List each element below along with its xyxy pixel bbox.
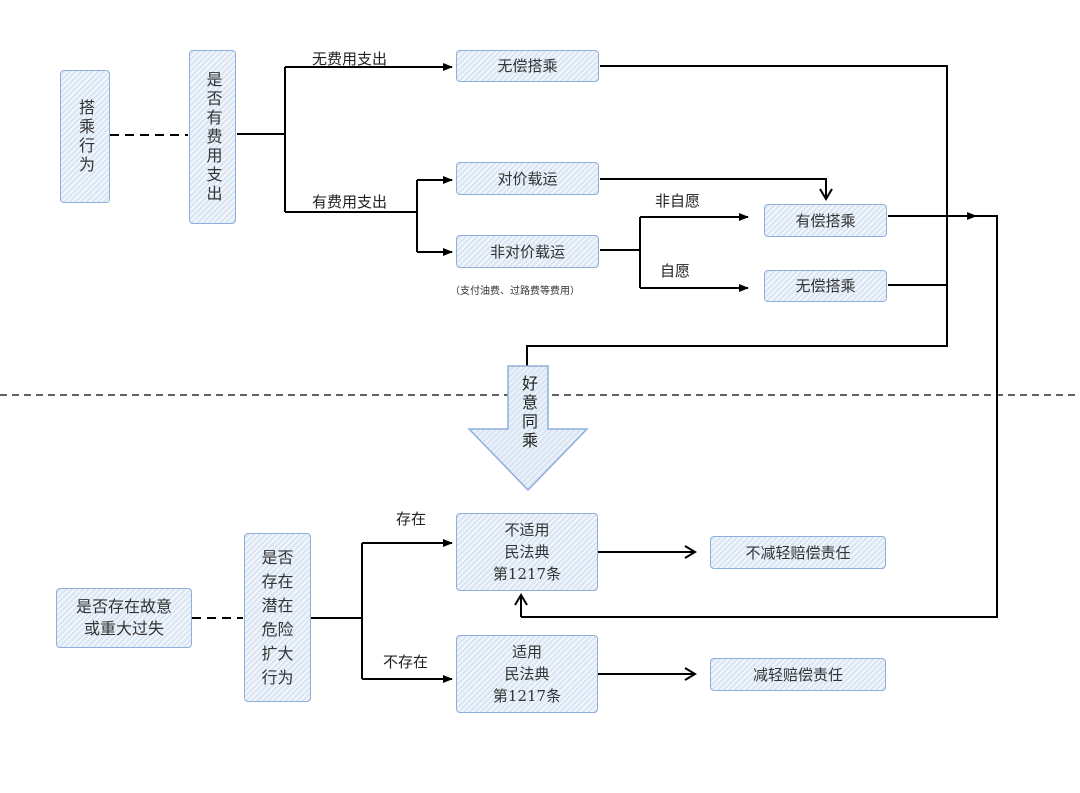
intent-negligence-label: 是否存在故意或重大过失	[76, 597, 173, 638]
not-applicable-label: 不适用 民法典 第1217条	[492, 521, 562, 583]
non-paid-carriage-box: 非对价载运	[456, 235, 599, 268]
paid-carriage-box: 对价载运	[456, 162, 599, 195]
label-exists: 存在	[396, 510, 427, 528]
gratuitous-ride-box-1: 无偿搭乘	[456, 50, 599, 82]
applicable-label: 适用 民法典 第1217条	[492, 643, 562, 705]
no-reduction-box: 不减轻赔偿责任	[710, 536, 886, 569]
label-not-exists: 不存在	[383, 653, 429, 671]
gratuitous-ride-label-1: 无偿搭乘	[497, 57, 558, 75]
arrow-paid-to-paid-ride	[600, 178, 833, 201]
danger-expansion-label: 是否存在潜在危险扩大行为	[261, 547, 294, 687]
paid-ride-box: 有偿搭乘	[764, 204, 887, 237]
paid-carriage-label: 对价载运	[497, 169, 558, 188]
label-with-cost: 有费用支出	[312, 193, 388, 211]
label-voluntary: 自愿	[660, 262, 691, 280]
reduction-label: 减轻赔偿责任	[752, 665, 843, 684]
no-reduction-label: 不减轻赔偿责任	[745, 543, 851, 562]
applicable-box: 适用 民法典 第1217条	[456, 635, 598, 713]
gratuitous-ride-label-2: 无偿搭乘	[795, 277, 856, 295]
cost-question-label: 是否有费用支出	[203, 70, 223, 204]
label-involuntary: 非自愿	[655, 192, 701, 210]
ride-behavior-label: 搭乘行为	[76, 98, 95, 175]
ride-behavior-box: 搭乘行为	[60, 70, 110, 203]
cost-question-box: 是否有费用支出	[189, 50, 236, 224]
paid-ride-label: 有偿搭乘	[795, 211, 856, 230]
non-paid-carriage-note: （支付油费、过路费等费用）	[450, 286, 580, 297]
danger-expansion-box: 是否存在潜在危险扩大行为	[244, 533, 311, 702]
reduction-box: 减轻赔偿责任	[710, 658, 886, 691]
not-applicable-box: 不适用 民法典 第1217条	[456, 513, 598, 591]
goodwill-ride-label: 好意同乘	[519, 375, 538, 451]
non-paid-carriage-label: 非对价载运	[489, 242, 565, 261]
label-no-cost: 无费用支出	[312, 50, 388, 68]
intent-negligence-box: 是否存在故意或重大过失	[56, 588, 192, 648]
down-arrow-shape	[467, 365, 589, 492]
gratuitous-ride-box-2: 无偿搭乘	[764, 270, 887, 302]
